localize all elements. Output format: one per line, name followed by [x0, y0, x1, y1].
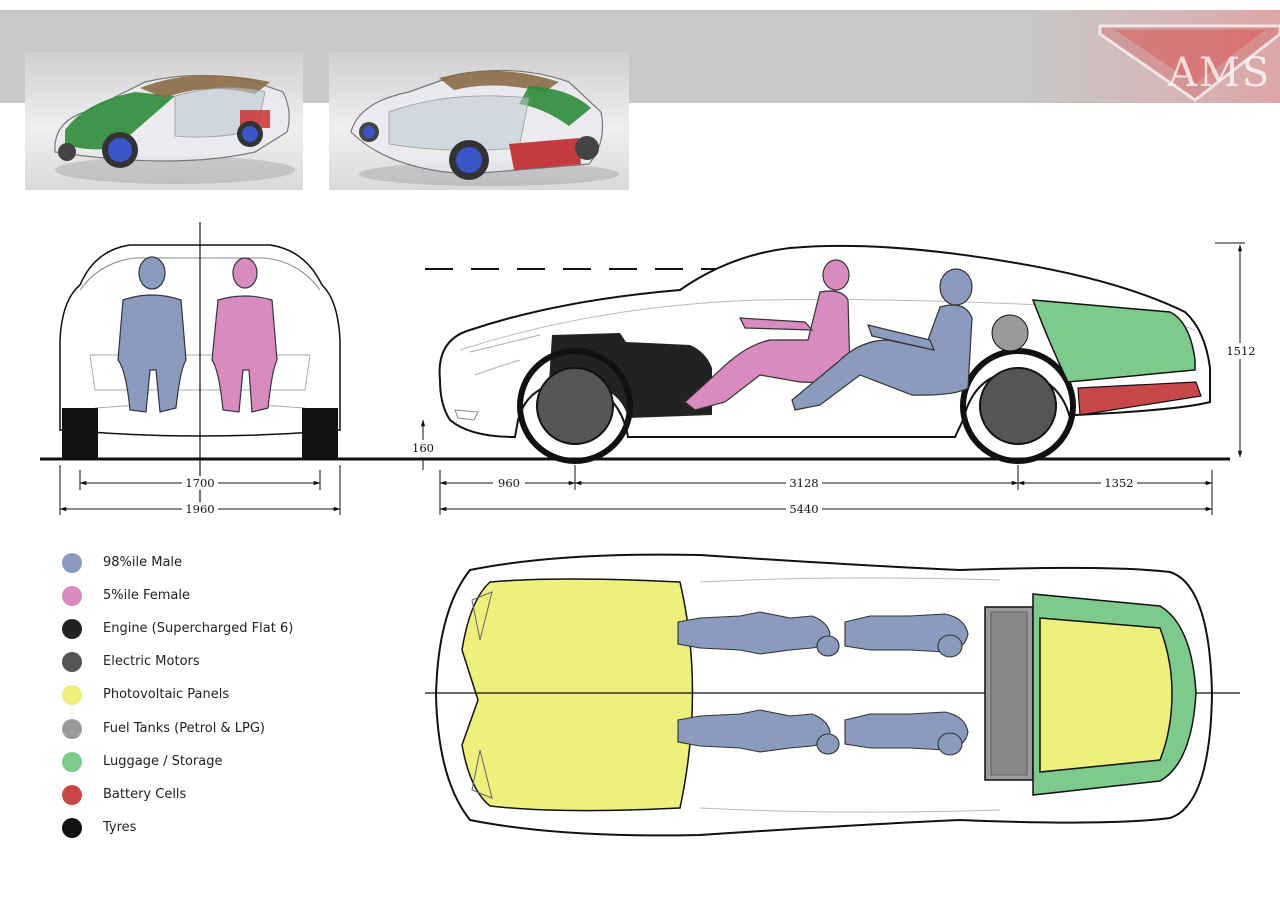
legend-label-luggage: Luggage / Storage: [103, 754, 223, 769]
dim-track-inner: 1700: [185, 476, 214, 490]
top-view: [425, 553, 1240, 837]
legend-item-battery: Battery Cells: [62, 785, 382, 807]
top-figure-1: [677, 611, 831, 655]
legend-swatch-female: [62, 586, 82, 606]
legend-label-female: 5%ile Female: [103, 588, 190, 603]
legend-label-fuel: Fuel Tanks (Petrol & LPG): [103, 721, 265, 736]
render-thumbnail-front: [25, 52, 303, 190]
top-rear-pv: [1039, 617, 1173, 773]
render-thumbnail-rear: [329, 52, 629, 190]
side-view: 160 1512 960 3128 1352 5440: [412, 242, 1258, 516]
dim-length-overall: 5440: [789, 502, 818, 516]
side-battery: [1077, 381, 1202, 416]
brand-logo-text: AMS: [1168, 50, 1272, 96]
side-male-figure: [791, 268, 973, 411]
legend-swatch-fuel: [62, 719, 82, 739]
legend-item-luggage: Luggage / Storage: [62, 752, 382, 774]
legend-swatch-tyres: [62, 818, 82, 838]
side-rear-tyre: [960, 348, 1076, 464]
front-female-figure: [211, 257, 278, 413]
legend-swatch-luggage: [62, 752, 82, 772]
legend-label-male: 98%ile Male: [103, 555, 183, 570]
top-hood-pv: [461, 578, 694, 812]
front-view: 1700 1960: [59, 222, 341, 516]
dim-front-overhang: 960: [498, 476, 520, 490]
legend-label-motors: Electric Motors: [103, 654, 200, 669]
front-left-tyre: [62, 408, 98, 460]
top-occupants: [677, 611, 969, 756]
dim-height: 1512: [1226, 344, 1255, 358]
legend-item-fuel: Fuel Tanks (Petrol & LPG): [62, 719, 382, 741]
legend-item-motors: Electric Motors: [62, 652, 382, 674]
legend-swatch-motors: [62, 652, 82, 672]
brand-logo-icon: [1098, 24, 1280, 102]
dim-wheelbase: 3128: [789, 476, 818, 490]
dim-ground-clearance: 160: [412, 441, 434, 455]
legend-label-engine: Engine (Supercharged Flat 6): [103, 621, 294, 636]
top-figure-3: [677, 709, 831, 753]
legend-label-battery: Battery Cells: [103, 787, 187, 802]
legend-item-tyres: Tyres: [62, 818, 382, 840]
legend-label-pv: Photovoltaic Panels: [103, 687, 230, 702]
dim-rear-overhang: 1352: [1104, 476, 1133, 490]
legend-swatch-battery: [62, 785, 82, 805]
front-right-tyre: [302, 408, 338, 460]
dim-width-overall: 1960: [185, 502, 214, 516]
legend-item-engine: Engine (Supercharged Flat 6): [62, 619, 382, 641]
side-front-motor: [536, 367, 614, 445]
side-fuel-tank: [991, 314, 1029, 352]
legend-swatch-engine: [62, 619, 82, 639]
side-female-figure: [684, 259, 851, 411]
legend-label-tyres: Tyres: [103, 820, 137, 835]
front-male-figure: [117, 256, 187, 413]
legend-swatch-male: [62, 553, 82, 573]
legend-item-female: 5%ile Female: [62, 586, 382, 608]
side-front-tyre: [517, 348, 633, 464]
legend-item-pv: Photovoltaic Panels: [62, 685, 382, 707]
side-luggage: [1031, 299, 1196, 383]
legend-item-male: 98%ile Male: [62, 553, 382, 575]
legend-swatch-pv: [62, 685, 82, 705]
side-rear-motor: [979, 367, 1057, 445]
